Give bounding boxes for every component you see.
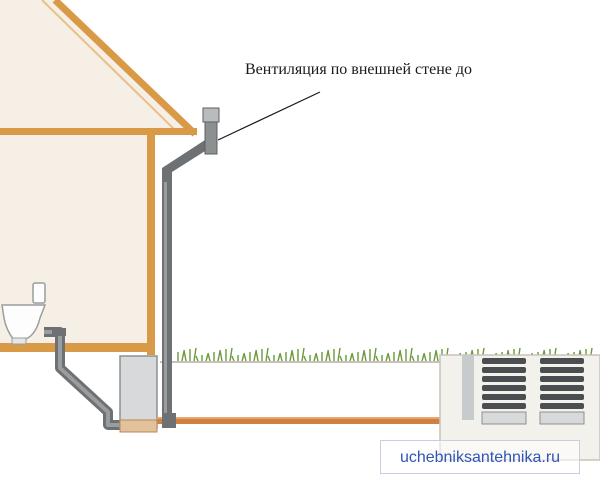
- grass-blade: [361, 350, 365, 362]
- floor-beam: [0, 343, 155, 352]
- grass-blade: [313, 353, 317, 362]
- septic-ring-rib: [482, 385, 526, 391]
- grass-blade: [351, 352, 355, 362]
- septic-ring-base: [539, 411, 585, 425]
- septic-ring-rib: [482, 367, 526, 373]
- grass-blade: [277, 353, 281, 362]
- grass-blade: [373, 347, 377, 362]
- grass-blade: [219, 349, 223, 362]
- grass-blade: [291, 349, 295, 362]
- septic-ring-rib: [482, 403, 526, 409]
- grass-blade: [253, 350, 257, 362]
- septic-ring-rib: [540, 376, 584, 382]
- septic-ring-rib: [482, 394, 526, 400]
- grass-blade: [241, 353, 245, 362]
- grass-blade: [375, 355, 379, 362]
- grass-blade: [327, 349, 331, 362]
- grass-blade: [385, 353, 389, 362]
- grass-blade: [363, 349, 367, 362]
- grass-blade: [409, 347, 413, 362]
- toilet-icon: [1, 282, 47, 345]
- septic-ring-rib: [540, 385, 584, 391]
- grass-blade: [265, 347, 269, 362]
- grass-blade: [279, 352, 283, 362]
- grass-blade: [289, 350, 293, 362]
- grass-blade: [195, 355, 199, 362]
- grass-blade: [397, 350, 401, 362]
- house-roof: [0, 0, 185, 128]
- main-drain-pipe: [157, 413, 467, 428]
- grass-blade: [217, 350, 221, 362]
- septic-rings: [481, 358, 585, 425]
- roof-edge-inner: [41, 0, 176, 131]
- septic-inlet-column: [462, 355, 474, 420]
- grass-blade: [387, 352, 391, 362]
- grass-blade: [255, 349, 259, 362]
- septic-ring-base: [481, 411, 527, 425]
- toilet-drain-pipe: [44, 327, 120, 430]
- roof-edge-trim: [52, 0, 198, 137]
- grass-blade: [267, 355, 271, 362]
- grass-blade: [421, 353, 425, 362]
- grass-blade: [423, 352, 427, 362]
- grass-blade: [349, 353, 353, 362]
- grass-blade: [229, 347, 233, 362]
- grass-blade: [301, 347, 305, 362]
- septic-ring-rib: [540, 358, 584, 364]
- grass-blade: [243, 352, 247, 362]
- septic-ring-rib: [540, 367, 584, 373]
- grass-blade: [183, 349, 187, 362]
- grass-blade: [325, 350, 329, 362]
- septic-ring-rib: [482, 358, 526, 364]
- grass-blade: [411, 355, 415, 362]
- septic-ring-rib: [540, 403, 584, 409]
- grass-blade: [433, 350, 437, 362]
- grass-blade: [315, 352, 319, 362]
- wall-post: [147, 135, 155, 355]
- ventilation-riser: [162, 107, 220, 428]
- grass-blade: [231, 355, 235, 362]
- grass-blade: [435, 349, 439, 362]
- junction-box: [119, 355, 158, 433]
- callout-leader: [217, 91, 321, 141]
- grass-blade: [339, 355, 343, 362]
- grass-blade: [205, 353, 209, 362]
- grass-blade: [399, 349, 403, 362]
- eave-beam: [0, 128, 197, 135]
- septic-ring-rib: [482, 376, 526, 382]
- grass-blade: [181, 350, 185, 362]
- grass-blade: [337, 347, 341, 362]
- grass-blade: [193, 347, 197, 362]
- grass-blade: [303, 355, 307, 362]
- watermark: uchebniksantehnika.ru: [380, 440, 580, 474]
- septic-ring-rib: [540, 394, 584, 400]
- grass-blade: [207, 352, 211, 362]
- ventilation-callout: Вентиляция по внешней стене до: [245, 61, 472, 78]
